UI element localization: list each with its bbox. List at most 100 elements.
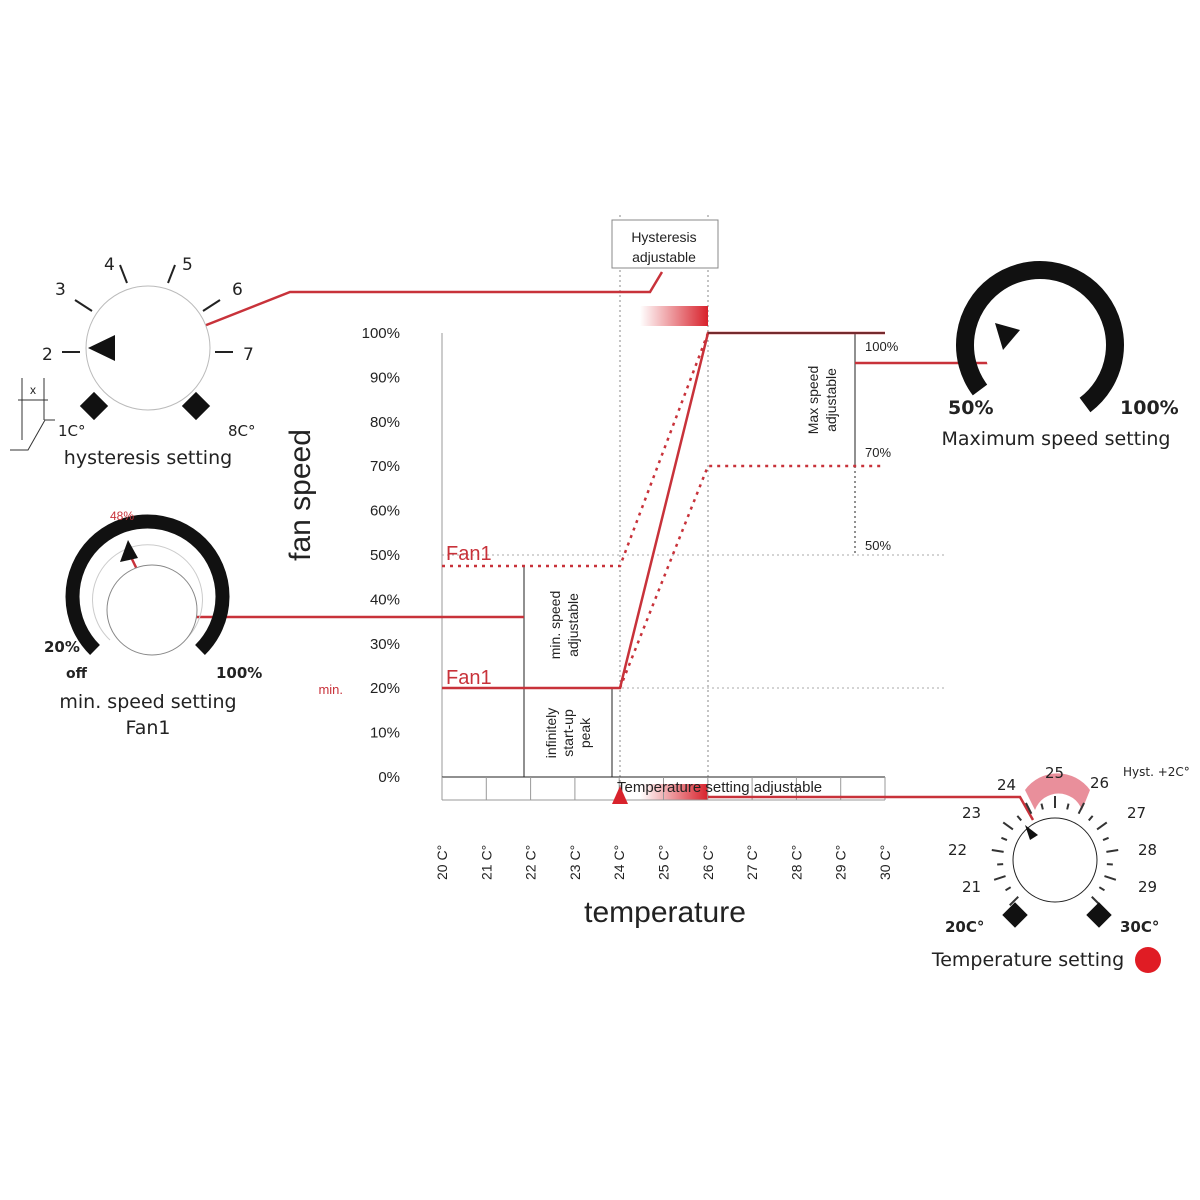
temp-gradient (640, 784, 708, 800)
temp-min-label: 20C° (945, 918, 984, 936)
temp-label-26: 26 (1090, 774, 1109, 792)
temp-knob-tick (1104, 875, 1117, 881)
temp-knob-tick (991, 849, 1004, 853)
max-speed-label-2: adjustable (823, 368, 839, 432)
min-speed-low: 20% (44, 638, 80, 656)
temp-label-22: 22 (948, 841, 967, 859)
temp-knob-tick (1040, 803, 1044, 810)
temp-knob-tick (1005, 886, 1012, 892)
fan1-upper-dotted-curve (442, 332, 710, 568)
x-tick-label: 29 C° (833, 845, 849, 880)
max70-dotted-curve (618, 464, 885, 689)
temp-max-label: 30C° (1120, 918, 1159, 936)
x-tick-label: 22 C° (523, 845, 539, 880)
x-tick-label: 25 C° (656, 845, 672, 880)
y-tick-label: 100% (362, 325, 400, 342)
y-tick-label: 10% (370, 725, 400, 742)
knob-pointer-icon (120, 540, 138, 562)
hyst-label-3: 3 (55, 280, 66, 300)
temp-knob-tick (1002, 821, 1014, 831)
temp-knob-tick (1096, 821, 1108, 831)
hyst-min-label: 1C° (58, 422, 86, 440)
temp-knob-tick (1077, 802, 1085, 815)
temp-knob-tick (1098, 886, 1105, 892)
x-tick-label: 20 C° (434, 845, 450, 880)
y-tick-label: 40% (370, 591, 400, 608)
y-tick-label: 30% (370, 636, 400, 653)
y-tick-label: 70% (370, 458, 400, 475)
max-speed-label-1: Max speed (805, 366, 821, 434)
min-speed-knob[interactable]: 48% 20% off 100% min. speed setting Fan1 (44, 509, 262, 739)
hyst-title: hysteresis setting (64, 447, 232, 469)
x-tick-label: 28 C° (788, 845, 804, 880)
x-tick-label: 23 C° (567, 845, 583, 880)
hysteresis-label-2: adjustable (632, 249, 696, 265)
max-100-label: 100% (865, 339, 899, 354)
min-speed-title: min. speed setting (59, 691, 236, 713)
max-stop-icon (1086, 902, 1112, 928)
max-70-label: 70% (865, 445, 891, 460)
hysteresis-symbol-icon (10, 419, 55, 451)
axes: 0%10%20%30%40%50%60%70%80%90%100%20 C°21… (362, 325, 893, 880)
max-50-label: 50% (865, 538, 891, 553)
max-speed-low: 50% (948, 397, 993, 419)
x-axis-label: temperature (584, 896, 746, 929)
startup-label-2: start-up (560, 709, 576, 757)
startup-label-3: peak (577, 717, 593, 748)
setpoint-triangle-icon (612, 786, 628, 804)
y-tick-label: 60% (370, 503, 400, 520)
x-tick-label: 21 C° (478, 845, 494, 880)
x-tick-label: 24 C° (611, 845, 627, 880)
temp-label-23: 23 (962, 804, 981, 822)
max-speed-high: 100% (1120, 397, 1179, 419)
max-speed-title: Maximum speed setting (942, 428, 1171, 450)
temp-label-29: 29 (1138, 878, 1157, 896)
temp-knob-tick (1088, 815, 1094, 822)
y-tick-label: 50% (370, 547, 400, 564)
temp-label-21: 21 (962, 878, 981, 896)
temp-connector (708, 795, 1035, 821)
temp-knob-tick (993, 875, 1006, 881)
temp-label-24: 24 (997, 776, 1016, 794)
y-tick-label: 90% (370, 369, 400, 386)
hyst-label-4: 4 (104, 255, 115, 275)
temp-knob-tick (1066, 803, 1070, 810)
temp-knob-tick (1025, 802, 1033, 815)
hysteresis-box (611, 219, 719, 269)
temp-knob-tick (1102, 836, 1109, 842)
min-marker: min. (318, 682, 343, 697)
hyst-x-label: x (30, 383, 36, 397)
min-stop-icon (1002, 902, 1028, 928)
indicator-dot-icon (1135, 947, 1161, 973)
min-speed-high: 100% (216, 664, 262, 682)
min-stop-icon (79, 391, 109, 421)
min-speed-value: 48% (110, 509, 134, 523)
y-tick-label: 0% (378, 769, 400, 786)
hyst-label-5: 5 (182, 255, 193, 275)
y-axis-label: fan speed (284, 429, 317, 561)
x-tick-label: 27 C° (744, 845, 760, 880)
temp-label-28: 28 (1138, 841, 1157, 859)
temperature-knob[interactable]: 21 22 23 24 25 26 27 28 29 Hyst. +2C° 20… (931, 764, 1190, 973)
hysteresis-gradient (640, 306, 708, 326)
min-speed-title-fan: Fan1 (126, 717, 171, 739)
x-tick-label: 26 C° (700, 845, 716, 880)
max-speed-knob[interactable]: 50% 100% Maximum speed setting (942, 261, 1179, 450)
knob-pointer-icon (88, 335, 115, 361)
hyst-label-6: 6 (232, 280, 243, 300)
temp-adjustable-label: Temperature setting adjustable (617, 779, 822, 796)
fan1-lower-label: Fan1 (446, 667, 492, 689)
hyst-max-label: 8C° (228, 422, 256, 440)
x-tick-label: 30 C° (877, 845, 893, 880)
temp-knob-tick (1001, 836, 1008, 842)
hysteresis-knob[interactable]: 2 3 4 5 6 7 1C° 8C° x hysteresis setting (10, 255, 256, 469)
temp-label-27: 27 (1127, 804, 1146, 822)
temp-hyst-label: Hyst. +2C° (1123, 765, 1190, 779)
min-speed-label-1: min. speed (547, 591, 563, 659)
fan1-upper-label: Fan1 (446, 543, 492, 565)
hysteresis-label-1: Hysteresis (631, 229, 696, 245)
temp-title: Temperature setting (931, 949, 1124, 971)
hyst-label-7: 7 (243, 345, 254, 365)
